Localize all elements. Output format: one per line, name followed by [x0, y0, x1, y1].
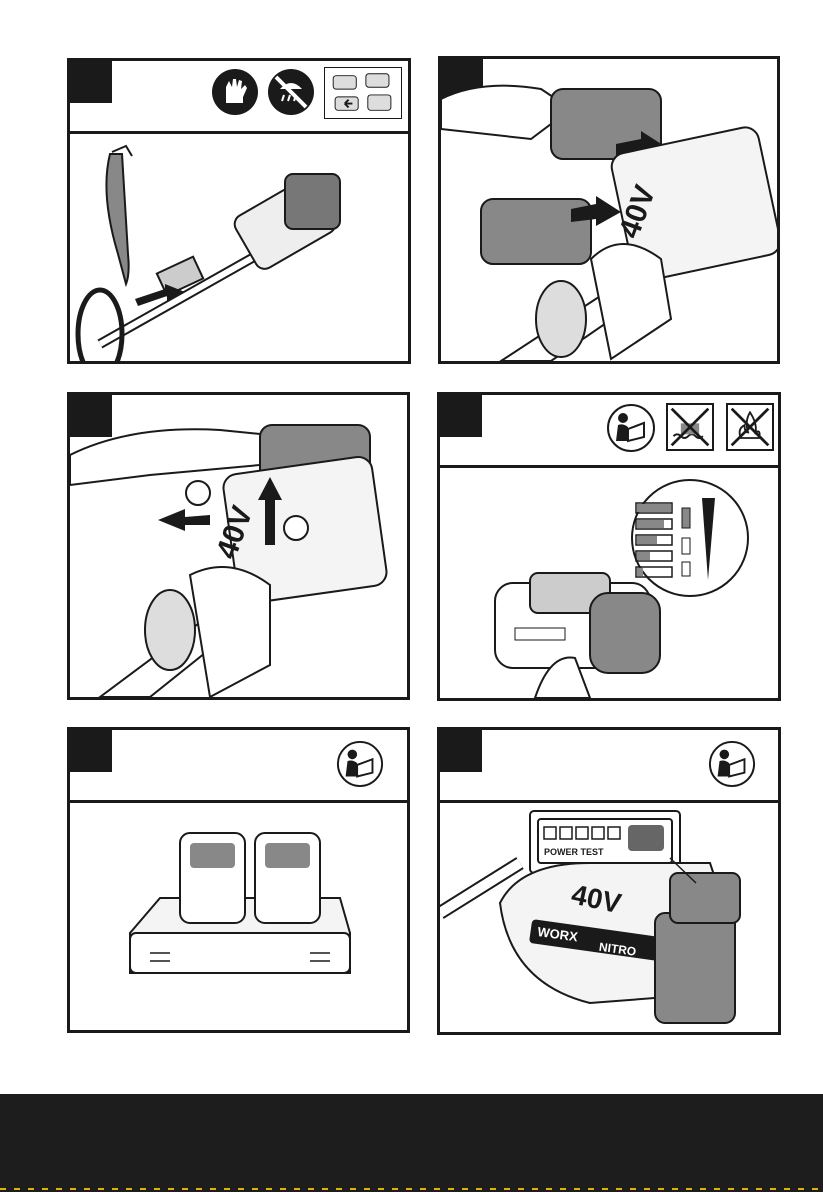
panel-header	[440, 395, 778, 468]
panel-header	[70, 730, 407, 803]
step-number-box	[70, 61, 112, 103]
panel-header	[440, 730, 778, 803]
no-rain-icon	[266, 67, 316, 117]
dual-charger-illustration	[70, 803, 407, 1030]
battery-pack-icon	[324, 67, 402, 119]
charge-indicator-illustration	[440, 468, 778, 698]
step-panel-3: 40V	[67, 392, 410, 700]
step-number-box	[440, 395, 482, 437]
read-manual-icon	[708, 740, 756, 788]
step-number-box	[440, 730, 482, 772]
no-immersion-icon	[666, 403, 714, 451]
step-panel-4	[437, 392, 781, 701]
footer-bar	[0, 1094, 823, 1192]
panel-header	[70, 61, 408, 134]
step-panel-5	[67, 727, 410, 1033]
power-test-illustration: POWER TEST 40V WORX NITRO	[440, 803, 778, 1032]
step-number-box	[70, 730, 112, 772]
power-test-label: POWER TEST	[544, 847, 604, 857]
step-panel-6: POWER TEST 40V WORX NITRO	[437, 727, 781, 1035]
step-panel-2: 40V	[438, 56, 780, 364]
step-panel-1	[67, 58, 411, 364]
battery-remove-illustration: 40V	[70, 395, 407, 697]
battery-insert-illustration: 40V	[441, 59, 777, 361]
no-fire-icon	[726, 403, 774, 451]
read-manual-icon	[336, 740, 384, 788]
gloves-icon	[210, 67, 260, 117]
footer-dash-line	[0, 1188, 823, 1190]
read-manual-icon	[606, 403, 656, 453]
trimmer-assembly-illustration	[70, 134, 408, 361]
